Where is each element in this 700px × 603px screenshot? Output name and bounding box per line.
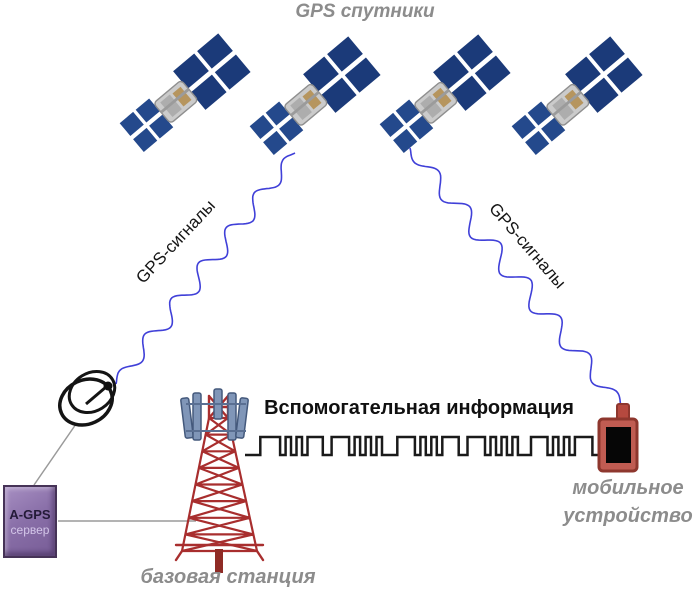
- agps-server-subtitle: сервер: [10, 522, 50, 537]
- base-station-icon: [174, 388, 265, 573]
- assist-info-label: Вспомогательная информация: [264, 397, 574, 419]
- gps-satellite-icon: [112, 29, 255, 161]
- gps-signal-wave-right: [409, 147, 622, 407]
- tower-pole: [215, 549, 223, 573]
- assist-data-signal-wave: [245, 435, 599, 457]
- antenna-crossbars: [186, 403, 246, 432]
- mobile-device-icon: [597, 403, 639, 473]
- agps-server-box: A-GPS сервер: [3, 485, 57, 558]
- gps-satellite-icon: [504, 32, 647, 164]
- dish-feed-dot: [103, 381, 113, 391]
- phone-screen: [606, 427, 631, 463]
- gps-satellite-icon: [242, 32, 385, 164]
- gps-satellites-group: [112, 29, 647, 164]
- gps-signal-wave-left: [115, 152, 296, 385]
- tower-lattice: [180, 416, 259, 553]
- mobile-device-label: мобильное устройство: [553, 474, 700, 530]
- agps-server-title: A-GPS: [9, 506, 51, 522]
- dish-antenna-icon: [58, 369, 117, 427]
- gps-satellite-icon: [372, 30, 515, 162]
- base-station-label: базовая станция: [140, 566, 316, 588]
- connector-lines: [33, 423, 196, 522]
- antenna-panels: [180, 388, 249, 441]
- diagram-title: GPS спутники: [295, 1, 435, 22]
- dish-to-server-line: [33, 423, 77, 486]
- mobile-device-label-line1: мобильное: [572, 477, 684, 499]
- mobile-device-label-line2: устройство: [563, 505, 693, 527]
